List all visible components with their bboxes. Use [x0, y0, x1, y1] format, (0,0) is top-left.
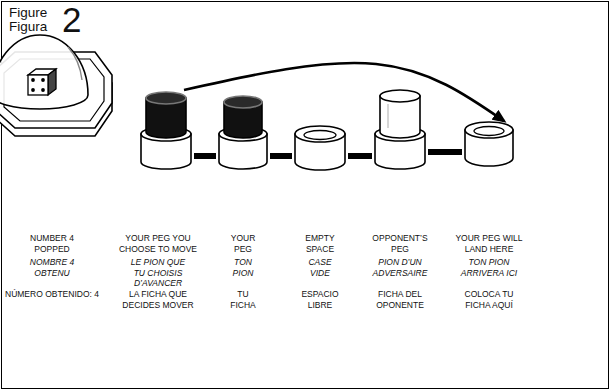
die-pip [41, 78, 45, 82]
peg-caption: LA FICHA QUE DECIDES MOVER [119, 289, 197, 310]
peg-symbol [374, 88, 426, 172]
die-pip [41, 88, 45, 92]
peg-caption: TU FICHA [225, 289, 261, 310]
peg-node: YOUR PEG YOU CHOOSE TO MOVELE PION QUE T… [140, 90, 192, 172]
popper-node: NUMBER 4 POPPEDNOMBRE 4 OBTENUNÚMERO OBT… [0, 25, 115, 145]
track-dash [348, 153, 372, 159]
figure-label: Figura [9, 20, 47, 34]
die-pip [31, 88, 35, 92]
peg-top [295, 126, 345, 142]
die-side [48, 69, 56, 95]
peg-symbol [218, 94, 268, 172]
die-face [28, 75, 48, 95]
peg-caption: YOUR PEG [225, 233, 261, 254]
peg-caption: COLOCA TU FICHA AQUÍ [454, 289, 524, 310]
peg-shine [387, 104, 388, 128]
peg-caption: YOUR PEG YOU CHOOSE TO MOVE [116, 233, 200, 254]
peg-caption: CASE VIDE [298, 257, 342, 278]
peg-caption: TON PION [225, 257, 261, 278]
peg-symbol [0, 25, 115, 145]
peg-caption: PION D’UN ADVERSAIRE [368, 257, 432, 278]
peg-top [465, 122, 513, 138]
peg-caption: NUMBER 4 POPPED [22, 233, 82, 254]
popper-dome [0, 35, 88, 109]
peg-caption: EMPTY SPACE [298, 233, 342, 254]
peg-top [146, 92, 186, 104]
peg-caption: YOUR PEG WILL LAND HERE [450, 233, 528, 254]
dome-highlight [68, 47, 82, 80]
peg-top [224, 96, 262, 108]
die-pip [31, 78, 35, 82]
peg-caption: OPPONENT’S PEG [368, 233, 432, 254]
peg-caption: TON PION ARRIVERA ICI [454, 257, 524, 278]
peg-node: YOUR PEG WILL LAND HERETON PION ARRIVERA… [464, 121, 514, 168]
peg-hole [304, 131, 336, 140]
track-dash [194, 153, 216, 159]
figure-label: 2 [62, 2, 81, 37]
peg-node: OPPONENT’S PEGPION D’UN ADVERSAIREFICHA … [374, 88, 426, 172]
peg-symbol [464, 121, 514, 168]
track-dash [428, 149, 462, 155]
peg-symbol [140, 90, 192, 172]
peg-caption: FICHA DEL OPONENTE [368, 289, 432, 310]
peg-node: YOUR PEGTON PIONTU FICHA [218, 94, 268, 172]
move-arrow [184, 63, 504, 121]
track-dash [270, 153, 292, 159]
peg-caption: NÚMERO OBTENIDO: 4 [0, 289, 104, 300]
peg-caption: NOMBRE 4 OBTENU [22, 257, 82, 278]
peg-hole [474, 127, 504, 136]
peg-top [380, 90, 420, 102]
peg-symbol [294, 125, 346, 172]
peg-node: EMPTY SPACECASE VIDEESPACIO LIBRE [294, 125, 346, 172]
figure-label: Figure [9, 6, 47, 20]
peg-caption: LE PION QUE TU CHOISIS D’AVANCER [126, 257, 190, 289]
peg-caption: ESPACIO LIBRE [298, 289, 342, 310]
